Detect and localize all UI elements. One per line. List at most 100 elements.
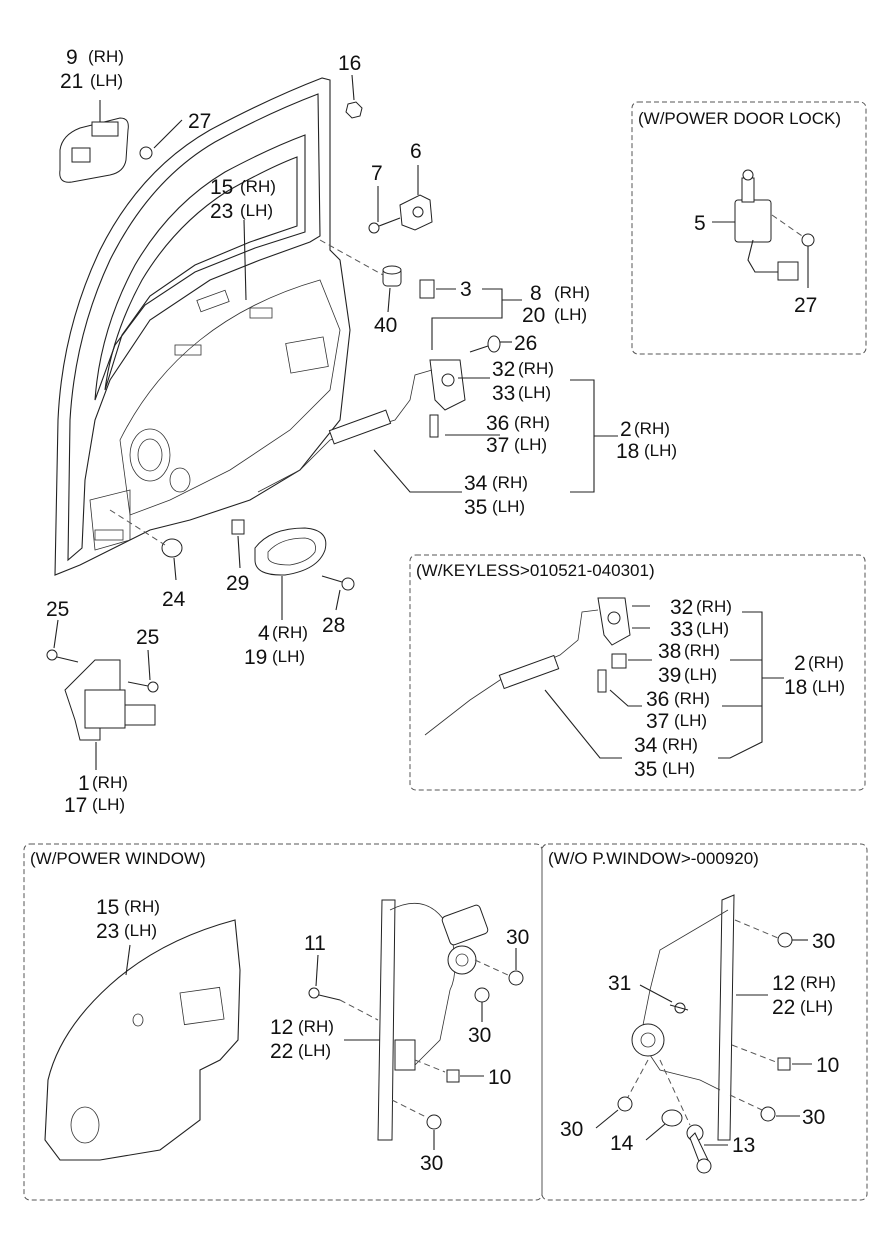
label-lh: (LH) [518,383,551,402]
label-37: 37 [646,710,669,733]
label-1: 1 [78,772,90,795]
label-18: 18 [784,676,807,699]
label-12: 12 [270,1016,293,1039]
label-10: 10 [816,1054,839,1077]
keyless-latch [424,597,631,736]
manual-window-box [541,843,868,1201]
label-lh: (LH) [298,1041,331,1060]
label-35: 35 [464,496,487,519]
nut-m30a [777,932,793,948]
label-lh: (LH) [92,795,125,814]
label-7: 7 [371,162,383,185]
label-20: 20 [522,304,545,327]
door-lock-actuator [734,169,815,281]
label-32: 32 [670,596,693,619]
label-rh: (RH) [124,897,160,916]
label-21: 21 [60,70,83,93]
label-34: 34 [634,734,658,757]
label-rh: (RH) [684,641,720,660]
screw-11 [308,987,341,1001]
label-23: 23 [210,200,233,223]
label-8: 8 [530,282,542,305]
label-lh: (LH) [684,665,717,684]
label-rh: (RH) [808,653,844,672]
door-shell [54,77,351,576]
crank-handle-13 [686,1124,712,1174]
latch-assembly [257,359,466,493]
label-10: 10 [488,1066,511,1089]
label-lh: (LH) [492,497,525,516]
label-4: 4 [258,622,270,645]
regulator-manual [631,894,735,1141]
nut-16 [345,101,363,119]
hinge [64,659,156,741]
label-rh: (RH) [674,689,710,708]
label-lh: (LH) [644,441,677,460]
label-lh: (LH) [240,201,273,220]
label-6: 6 [410,140,422,163]
keyless-box [409,554,866,791]
label-rh: (RH) [88,47,124,66]
power-window-box [23,843,543,1201]
label-30: 30 [560,1118,583,1141]
label-15: 15 [210,176,233,199]
label-30: 30 [812,930,835,953]
label-rh: (RH) [492,473,528,492]
label-34: 34 [464,472,488,495]
label-16: 16 [338,52,361,75]
label-lh: (LH) [696,619,729,638]
label-40: 40 [374,314,397,337]
label-11: 11 [304,932,326,955]
nut-30a [508,970,524,986]
part-labels: 9 (RH) 21 (LH) 16 27 15 (RH) 23 (LH) 7 6… [30,46,845,1175]
label-30: 30 [506,926,529,949]
label-35: 35 [634,758,657,781]
label-lh: (LH) [90,71,123,90]
label-17: 17 [64,794,87,817]
caption-manual-window: (W/O P.WINDOW>-000920) [548,849,759,868]
label-lh: (LH) [554,305,587,324]
label-rh: (RH) [634,419,670,438]
label-rh: (RH) [92,773,128,792]
label-23: 23 [96,920,119,943]
label-lh: (LH) [124,921,157,940]
label-28: 28 [322,614,345,637]
label-29: 29 [226,572,249,595]
label-36: 36 [646,688,669,711]
label-13: 13 [732,1134,755,1157]
label-lh: (LH) [812,677,845,696]
label-lh: (LH) [674,711,707,730]
outside-handle [59,117,153,183]
label-rh: (RH) [240,177,276,196]
plug-24 [161,538,183,558]
nut-m30b [760,1106,776,1122]
label-37: 37 [486,434,509,457]
nut-m10 [777,1057,791,1071]
label-25: 25 [136,626,159,649]
label-lh: (LH) [514,435,547,454]
label-22: 22 [772,996,795,1019]
label-rh: (RH) [272,623,308,642]
label-rh: (RH) [662,735,698,754]
label-5: 5 [694,212,706,235]
label-38: 38 [658,640,681,663]
nut-10 [446,1069,460,1083]
label-15: 15 [96,896,119,919]
label-30: 30 [420,1152,443,1175]
label-33: 33 [670,618,693,641]
label-lh: (LH) [272,647,305,666]
washer-14 [661,1109,683,1127]
label-25: 25 [46,598,69,621]
label-30: 30 [802,1106,825,1129]
caption-keyless: (W/KEYLESS>010521-040301) [416,561,655,580]
bolt-25a [46,649,79,663]
caption-power-window: (W/POWER WINDOW) [30,849,206,868]
label-27: 27 [188,110,211,133]
label-30: 30 [468,1024,491,1047]
label-22: 22 [270,1040,293,1063]
label-32: 32 [492,358,515,381]
bolt-26 [469,335,501,353]
label-lh: (LH) [662,759,695,778]
trim-panel [44,919,241,1161]
label-12: 12 [772,972,795,995]
